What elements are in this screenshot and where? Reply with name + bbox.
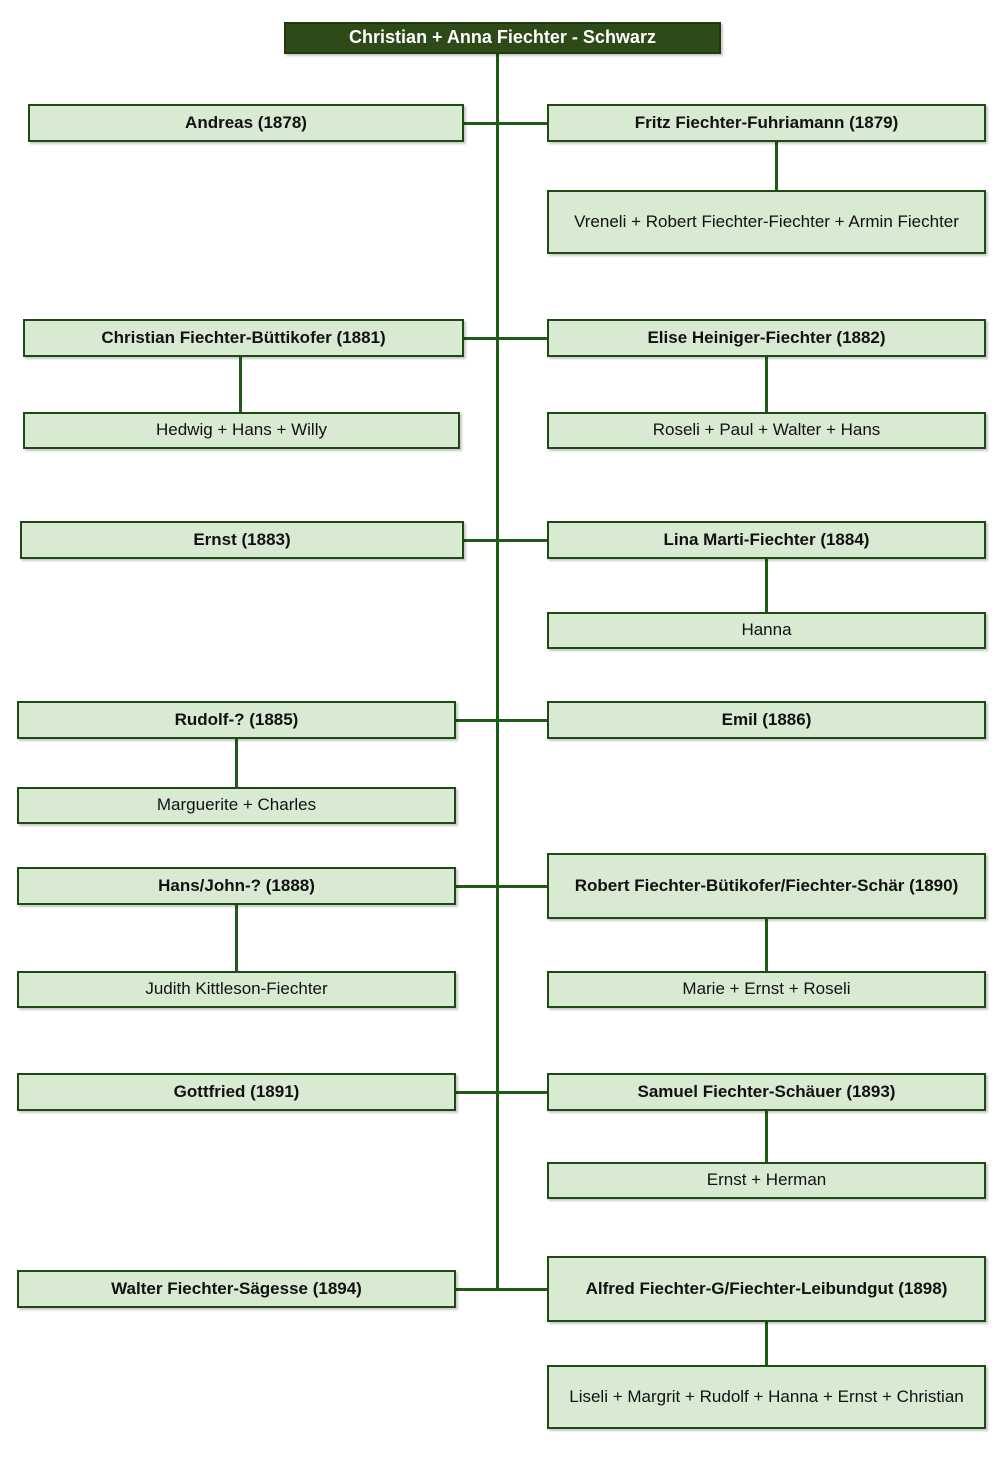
person-label: Gottfried (1891)	[173, 1081, 300, 1101]
children-label: Liseli + Margrit + Rudolf + Hanna + Erns…	[569, 1386, 964, 1406]
sibling-connector-1-right	[496, 122, 551, 125]
person-node-andreas-1878: Andreas (1878)	[28, 104, 464, 142]
children-node-lina-1884: Hanna	[547, 612, 986, 649]
sibling-connector-7-right	[496, 1288, 551, 1291]
child-connector-lina-1884	[765, 558, 768, 613]
sibling-connector-2-left	[460, 337, 500, 340]
children-label: Marie + Ernst + Roseli	[682, 979, 851, 999]
children-label: Ernst + Herman	[706, 1170, 827, 1190]
child-connector-elise-1882	[765, 356, 768, 414]
person-node-ernst-1883: Ernst (1883)	[20, 521, 464, 559]
person-label: Alfred Fiechter-G/Fiechter-Leibundgut (1…	[585, 1278, 948, 1298]
person-node-emil-1886: Emil (1886)	[547, 701, 986, 739]
trunk-connector	[496, 53, 499, 1289]
children-node-hans-john-1888: Judith Kittleson-Fiechter	[17, 971, 456, 1008]
children-node-alfred-1898: Liseli + Margrit + Rudolf + Hanna + Erns…	[547, 1365, 986, 1429]
person-label: Hans/John-? (1888)	[158, 875, 315, 895]
person-node-samuel-1893: Samuel Fiechter-Schäuer (1893)	[547, 1073, 986, 1111]
child-connector-robert-1890	[765, 918, 768, 972]
children-label: Hedwig + Hans + Willy	[155, 420, 327, 440]
children-label: Judith Kittleson-Fiechter	[145, 979, 328, 999]
sibling-connector-4-left	[452, 719, 500, 722]
child-connector-hans-john-1888	[235, 904, 238, 972]
person-label: Christian Fiechter-Büttikofer (1881)	[101, 327, 386, 347]
person-label: Emil (1886)	[721, 709, 812, 729]
sibling-connector-2-right	[496, 337, 551, 340]
sibling-connector-1-left	[460, 122, 500, 125]
children-node-fritz: Vreneli + Robert Fiechter-Fiechter + Arm…	[547, 190, 986, 254]
person-node-robert-1890: Robert Fiechter-Bütikofer/Fiechter-Schär…	[547, 853, 986, 919]
person-label: Elise Heiniger-Fiechter (1882)	[647, 327, 886, 347]
person-label: Andreas (1878)	[185, 112, 307, 132]
person-label: Walter Fiechter-Sägesse (1894)	[111, 1278, 362, 1298]
person-label: Fritz Fiechter-Fuhriamann (1879)	[634, 112, 899, 132]
children-label: Vreneli + Robert Fiechter-Fiechter + Arm…	[574, 211, 959, 231]
children-node-robert-1890: Marie + Ernst + Roseli	[547, 971, 986, 1008]
person-node-fritz-1879: Fritz Fiechter-Fuhriamann (1879)	[547, 104, 986, 142]
children-label: Hanna	[741, 620, 792, 640]
sibling-connector-5-right	[496, 885, 551, 888]
person-node-lina-1884: Lina Marti-Fiechter (1884)	[547, 521, 986, 559]
children-node-rudolf-1885: Marguerite + Charles	[17, 787, 456, 824]
children-label: Marguerite + Charles	[156, 795, 317, 815]
sibling-connector-7-left	[452, 1288, 500, 1291]
person-node-christian-1881: Christian Fiechter-Büttikofer (1881)	[23, 319, 464, 357]
child-connector-samuel-1893	[765, 1110, 768, 1163]
children-node-samuel-1893: Ernst + Herman	[547, 1162, 986, 1199]
person-node-walter-1894: Walter Fiechter-Sägesse (1894)	[17, 1270, 456, 1308]
root-node: Christian + Anna Fiechter - Schwarz	[284, 22, 721, 54]
sibling-connector-3-left	[460, 539, 500, 542]
person-node-alfred-1898: Alfred Fiechter-G/Fiechter-Leibundgut (1…	[547, 1256, 986, 1322]
children-node-elise-1882: Roseli + Paul + Walter + Hans	[547, 412, 986, 449]
child-connector-fritz	[775, 141, 778, 191]
person-node-rudolf-1885: Rudolf-? (1885)	[17, 701, 456, 739]
sibling-connector-6-left	[452, 1091, 500, 1094]
children-node-christian-1881: Hedwig + Hans + Willy	[23, 412, 460, 449]
person-label: Ernst (1883)	[193, 529, 291, 549]
person-label: Robert Fiechter-Bütikofer/Fiechter-Schär…	[574, 875, 959, 895]
root-node-label: Christian + Anna Fiechter - Schwarz	[349, 27, 656, 48]
person-node-hans-john-1888: Hans/John-? (1888)	[17, 867, 456, 905]
sibling-connector-6-right	[496, 1091, 551, 1094]
children-label: Roseli + Paul + Walter + Hans	[652, 420, 881, 440]
person-label: Lina Marti-Fiechter (1884)	[663, 529, 870, 549]
person-node-elise-1882: Elise Heiniger-Fiechter (1882)	[547, 319, 986, 357]
child-connector-rudolf-1885	[235, 738, 238, 788]
sibling-connector-4-right	[496, 719, 551, 722]
sibling-connector-3-right	[496, 539, 551, 542]
person-label: Samuel Fiechter-Schäuer (1893)	[637, 1081, 896, 1101]
child-connector-christian-1881	[239, 356, 242, 414]
person-label: Rudolf-? (1885)	[174, 709, 299, 729]
sibling-connector-5-left	[452, 885, 500, 888]
person-node-gottfried-1891: Gottfried (1891)	[17, 1073, 456, 1111]
child-connector-alfred-1898	[765, 1321, 768, 1366]
